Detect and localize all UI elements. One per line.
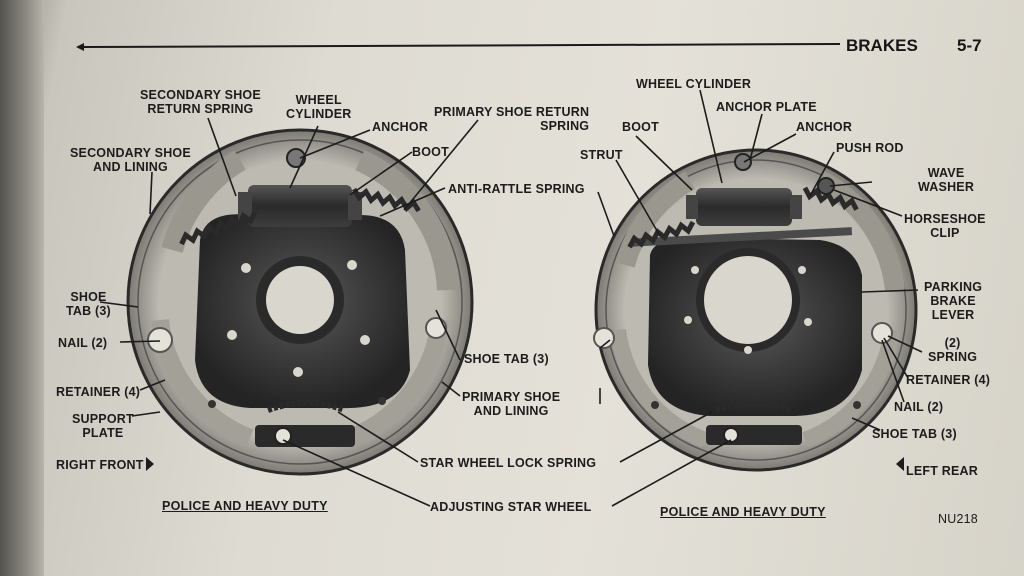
- label-parking-brake-lever: PARKING BRAKE LEVER: [924, 280, 983, 322]
- label-horseshoe-clip: HORSESHOE CLIP: [904, 212, 986, 240]
- header-rule: [76, 43, 841, 51]
- section-title: BRAKES: [846, 36, 918, 55]
- label-spring: (2) SPRING: [928, 336, 978, 364]
- right-brake-assembly: [593, 148, 918, 472]
- label-nail-right: NAIL (2): [894, 400, 944, 414]
- label-nail-left: NAIL (2): [58, 336, 108, 350]
- label-wheel-cylinder-right: WHEEL CYLINDER: [636, 77, 752, 91]
- label-shoe-tab-left: SHOE TAB (3): [66, 290, 111, 318]
- label-primary-return-spring: PRIMARY SHOE RETURN SPRING: [434, 105, 590, 133]
- label-primary-shoe-lining: PRIMARY SHOE AND LINING: [462, 390, 561, 418]
- page-gutter: [0, 0, 44, 576]
- label-wave-washer: WAVE WASHER: [918, 166, 975, 194]
- label-retainer-left: RETAINER (4): [56, 385, 141, 399]
- label-anchor-left: ANCHOR: [372, 120, 429, 134]
- left-brake-assembly: [126, 128, 474, 476]
- label-shoe-tab-center: SHOE TAB (3): [464, 352, 549, 366]
- label-strut: STRUT: [580, 148, 623, 162]
- label-star-wheel-lock-spring: STAR WHEEL LOCK SPRING: [420, 456, 597, 470]
- caption-left: POLICE AND HEAVY DUTY: [162, 499, 328, 513]
- label-support-plate: SUPPORT PLATE: [72, 412, 134, 440]
- left-rear-arrow-icon: [896, 457, 904, 471]
- label-boot-right: BOOT: [622, 120, 659, 134]
- label-push-rod: PUSH ROD: [836, 141, 904, 155]
- label-anchor-plate: ANCHOR PLATE: [716, 100, 817, 114]
- page-number: 5-7: [957, 36, 982, 55]
- label-boot-left: BOOT: [412, 145, 449, 159]
- label-left-rear: LEFT REAR: [906, 464, 978, 478]
- leader-lines: [99, 89, 923, 507]
- label-right-front: RIGHT FRONT: [56, 458, 144, 472]
- label-wheel-cylinder-left: WHEEL CYLINDER: [286, 93, 352, 121]
- label-anti-rattle-spring: ANTI-RATTLE SPRING: [448, 182, 585, 196]
- figure-id: NU218: [938, 512, 978, 526]
- right-front-arrow-icon: [146, 457, 154, 471]
- caption-right: POLICE AND HEAVY DUTY: [660, 505, 826, 519]
- label-adjusting-star-wheel: ADJUSTING STAR WHEEL: [430, 500, 592, 514]
- label-secondary-shoe-lining: SECONDARY SHOE AND LINING: [70, 146, 191, 174]
- label-shoe-tab-right: SHOE TAB (3): [872, 427, 957, 441]
- label-anchor-right: ANCHOR: [796, 120, 853, 134]
- label-retainer-right: RETAINER (4): [906, 373, 991, 387]
- label-secondary-return-spring: SECONDARY SHOE RETURN SPRING: [140, 88, 261, 116]
